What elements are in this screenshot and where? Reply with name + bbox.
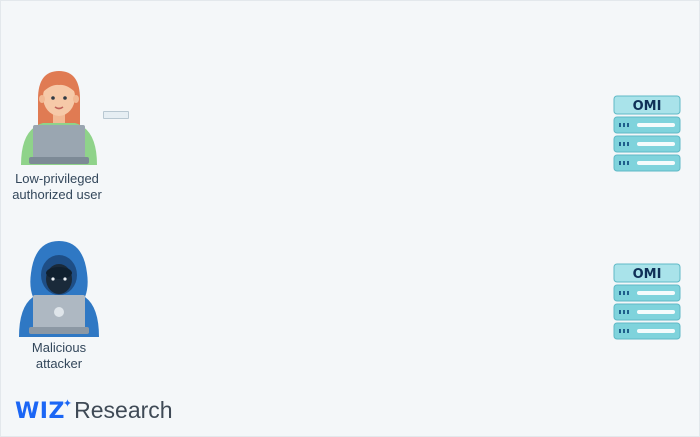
omi-server-bottom-title: OMI	[633, 267, 662, 282]
logo-brand: WIZ	[15, 399, 65, 424]
attacker-label-line2: attacker	[35, 356, 83, 371]
server-rack-units	[613, 284, 681, 340]
logo-suffix: Research	[74, 397, 173, 423]
attacker-label: Malicious attacker	[4, 340, 114, 372]
attacker-label-line1: Malicious	[31, 340, 87, 355]
wiz-research-logo: WIZ✦Research	[15, 397, 173, 427]
omi-server-bottom: OMI	[613, 263, 681, 340]
user-avatar	[21, 71, 97, 165]
user-label: Low-privileged authorized user	[1, 171, 113, 203]
attacker-avatar	[19, 241, 99, 337]
omi-server-top-title: OMI	[633, 99, 662, 114]
sparkle-icon: ✦	[62, 398, 73, 410]
user-label-line1: Low-privileged	[15, 171, 99, 186]
user-label-line2: authorized user	[12, 187, 102, 202]
omi-server-top: OMI	[613, 95, 681, 172]
server-rack-units	[613, 116, 681, 172]
tooltip-placeholder	[103, 111, 129, 119]
